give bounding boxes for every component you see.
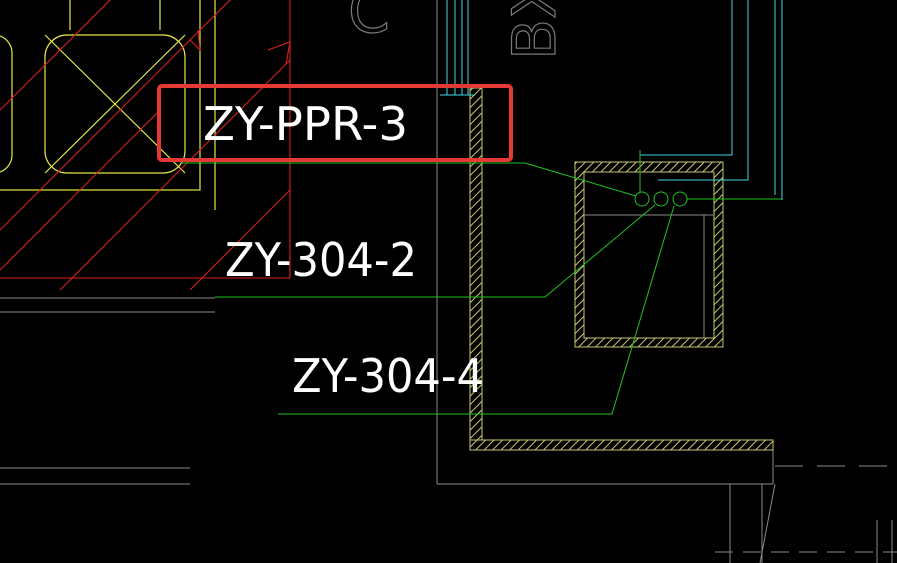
green-leaders (180, 150, 782, 415)
label-zy-304-4: ZY-304-4 (292, 349, 484, 403)
label-zy-ppr-3: ZY-PPR-3 (203, 97, 408, 151)
hatched-wall (469, 87, 774, 451)
label-zy-304-2: ZY-304-2 (225, 233, 417, 287)
fragment-bx-text: BX (500, 0, 570, 60)
pipe-circle-1 (634, 191, 650, 207)
yellow-equipment (0, 0, 216, 210)
pipe-shaft (574, 161, 724, 348)
pipe-circle-2 (653, 191, 669, 207)
highlight-box (157, 84, 513, 162)
red-outline (0, 0, 291, 291)
fragment-c-text: C (348, 0, 390, 47)
cyan-pipes (440, 0, 783, 200)
